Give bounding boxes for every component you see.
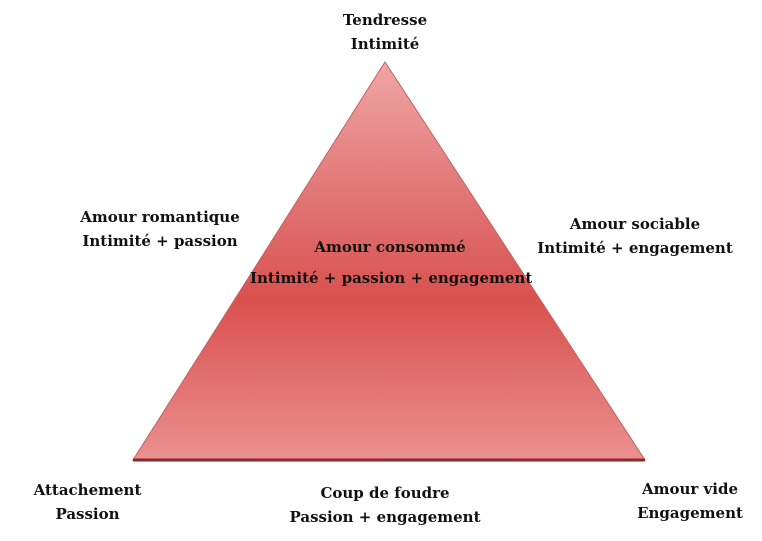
bottom-center-label: Coup de foudre Passion + engagement — [280, 481, 490, 529]
left-side-line1: Amour romantique — [80, 208, 240, 226]
apex-label: Tendresse Intimité — [325, 8, 445, 56]
bottom-right-line1: Amour vide — [642, 480, 738, 498]
bottom-left-line1: Attachement — [33, 481, 142, 499]
bottom-right-line2: Engagement — [637, 504, 743, 522]
bottom-center-line1: Coup de foudre — [320, 484, 450, 502]
apex-line2: Intimité — [350, 35, 420, 53]
right-side-line2: Intimité + engagement — [537, 239, 733, 257]
bottom-right-label: Amour vide Engagement — [625, 477, 755, 525]
left-side-line2: Intimité + passion — [82, 232, 238, 250]
bottom-center-line2: Passion + engagement — [289, 508, 481, 526]
left-side-label: Amour romantique Intimité + passion — [70, 205, 250, 253]
center-line1: Amour consommé — [314, 238, 466, 256]
apex-line1: Tendresse — [342, 11, 428, 29]
center-line2: Intimité + passion + engagement — [250, 269, 533, 287]
bottom-left-label: Attachement Passion — [20, 478, 155, 526]
bottom-left-line2: Passion — [55, 505, 120, 523]
right-side-label: Amour sociable Intimité + engagement — [535, 212, 735, 260]
right-side-line1: Amour sociable — [569, 215, 701, 233]
center-label: Amour consommé Intimité + passion + enga… — [250, 232, 533, 294]
